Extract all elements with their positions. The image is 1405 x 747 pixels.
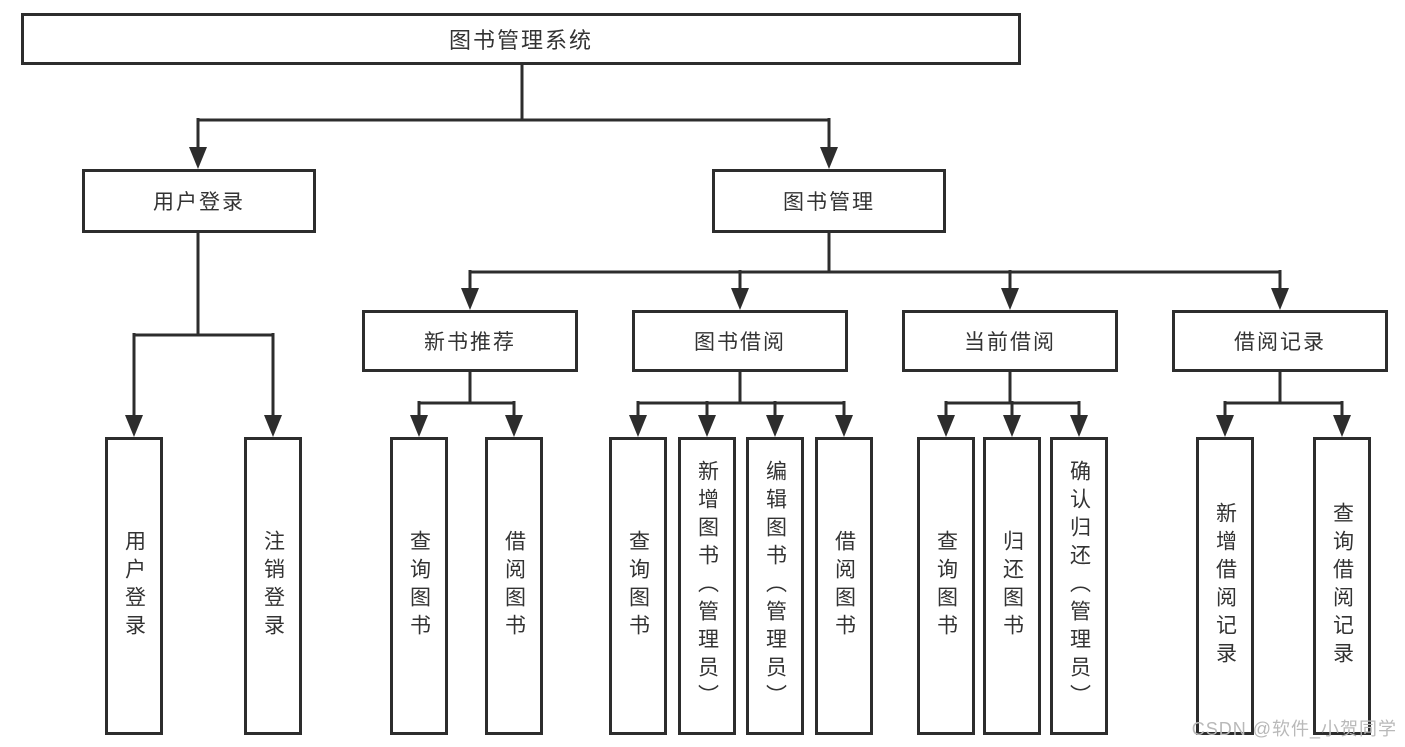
- node-label: 查询借阅记录: [1330, 502, 1354, 670]
- arrow-down-icon: [461, 288, 479, 310]
- node-label: 确认归还（管理员）: [1067, 460, 1091, 712]
- node-borrow-books: 借阅图书: [815, 437, 873, 735]
- node-user-login-group: 用户登录: [82, 169, 316, 233]
- arrow-down-icon: [264, 415, 282, 437]
- node-new-book-recommend: 新书推荐: [362, 310, 578, 372]
- node-label: 查询图书: [934, 530, 958, 642]
- node-library-system: 图书管理系统: [21, 13, 1021, 65]
- node-query-books-borrowing: 查询图书: [609, 437, 667, 735]
- node-add-book-admin: 新增图书（管理员）: [678, 437, 736, 735]
- node-borrow-books-recommend: 借阅图书: [485, 437, 543, 735]
- node-query-borrow-record: 查询借阅记录: [1313, 437, 1371, 735]
- arrow-down-icon: [1333, 415, 1351, 437]
- arrow-down-icon: [937, 415, 955, 437]
- node-current-borrowing: 当前借阅: [902, 310, 1118, 372]
- arrow-down-icon: [629, 415, 647, 437]
- arrow-down-icon: [698, 415, 716, 437]
- arrow-down-icon: [1216, 415, 1234, 437]
- arrow-down-icon: [1003, 415, 1021, 437]
- arrow-down-icon: [1271, 288, 1289, 310]
- node-return-book: 归还图书: [983, 437, 1041, 735]
- node-logout: 注销登录: [244, 437, 302, 735]
- node-query-books-recommend: 查询图书: [390, 437, 448, 735]
- node-add-borrow-record: 新增借阅记录: [1196, 437, 1254, 735]
- node-query-books-current: 查询图书: [917, 437, 975, 735]
- arrow-down-icon: [189, 147, 207, 169]
- arrow-down-icon: [125, 415, 143, 437]
- arrow-down-icon: [820, 147, 838, 169]
- node-book-borrowing: 图书借阅: [632, 310, 848, 372]
- node-label: 注销登录: [261, 530, 285, 642]
- arrow-down-icon: [1001, 288, 1019, 310]
- node-label: 用户登录: [122, 530, 146, 642]
- node-label: 借阅图书: [502, 530, 526, 642]
- csdn-watermark: CSDN @软件_小贺同学: [1191, 719, 1397, 739]
- node-user-login: 用户登录: [105, 437, 163, 735]
- arrow-down-icon: [835, 415, 853, 437]
- node-label: 新增图书（管理员）: [695, 460, 719, 712]
- arrow-down-icon: [766, 415, 784, 437]
- arrow-down-icon: [731, 288, 749, 310]
- node-label: 借阅图书: [832, 530, 856, 642]
- node-label: 查询图书: [626, 530, 650, 642]
- node-book-management: 图书管理: [712, 169, 946, 233]
- arrow-down-icon: [410, 415, 428, 437]
- arrow-down-icon: [505, 415, 523, 437]
- node-borrow-records: 借阅记录: [1172, 310, 1388, 372]
- node-edit-book-admin: 编辑图书（管理员）: [746, 437, 804, 735]
- node-label: 新增借阅记录: [1213, 502, 1237, 670]
- node-label: 归还图书: [1000, 530, 1024, 642]
- node-label: 查询图书: [407, 530, 431, 642]
- node-confirm-return-admin: 确认归还（管理员）: [1050, 437, 1108, 735]
- node-label: 编辑图书（管理员）: [763, 460, 787, 712]
- arrow-down-icon: [1070, 415, 1088, 437]
